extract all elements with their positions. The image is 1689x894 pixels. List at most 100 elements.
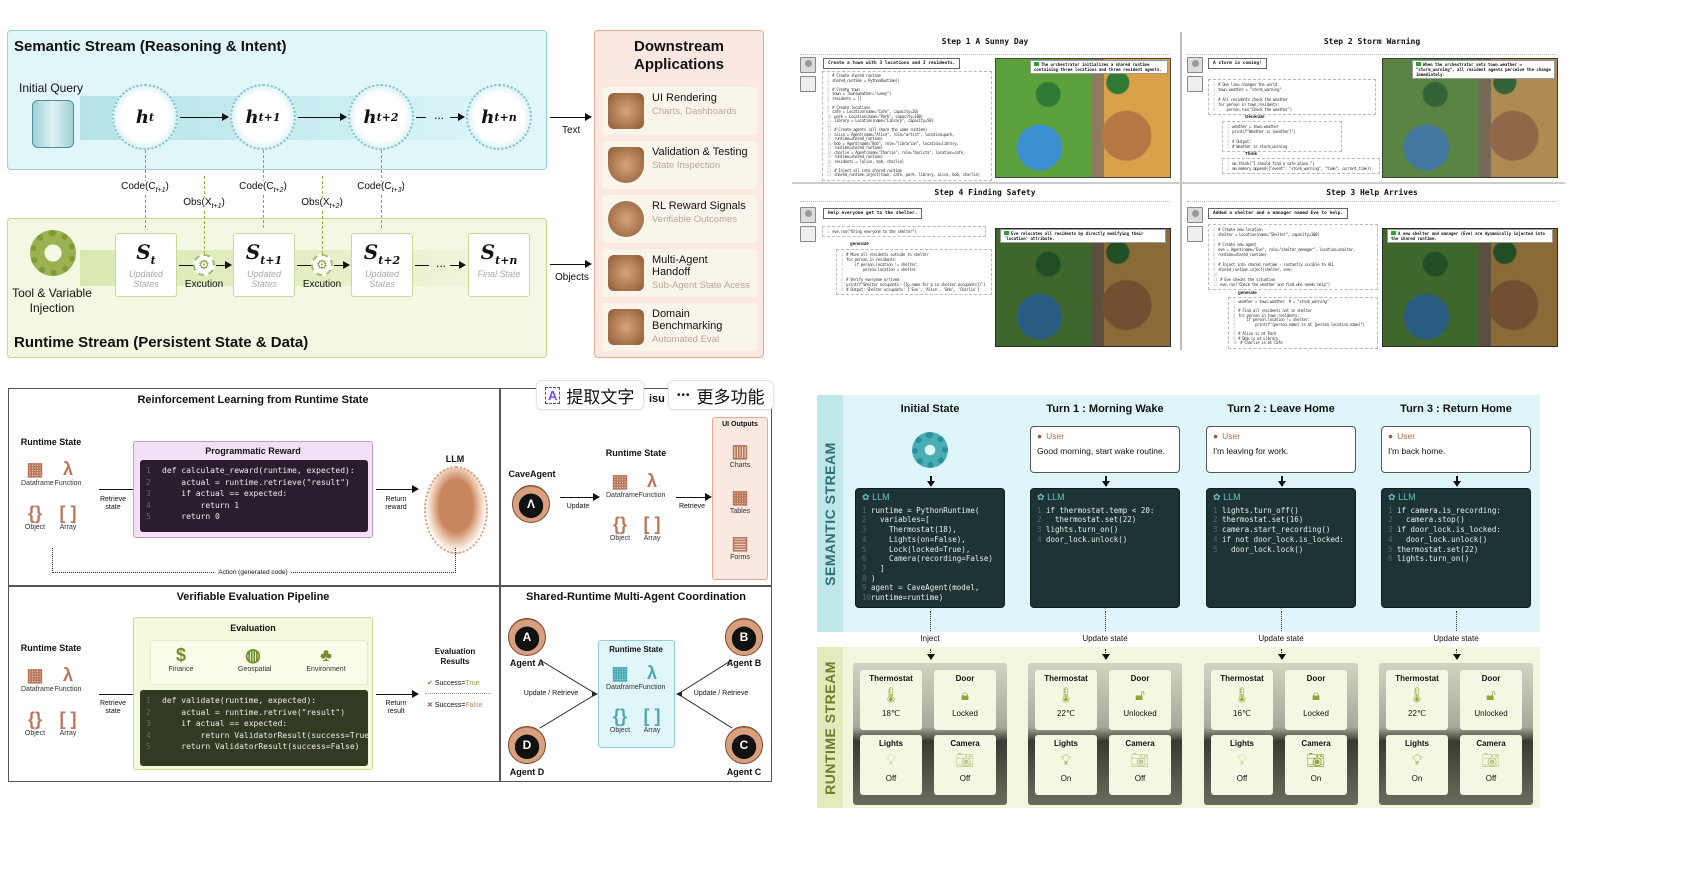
code-line: 4 Lights(on=False), — [862, 534, 966, 544]
array-icon: [ ]Array — [643, 514, 661, 542]
agent-a-robot-icon: A — [508, 618, 546, 656]
code-line: 11# Eve checks the situation — [1213, 277, 1276, 282]
arrow — [180, 117, 224, 118]
user-prompt: A storm is coming! — [1208, 58, 1267, 69]
caveagent-label: CaveAgent — [508, 469, 556, 479]
dataframe-icon: ▦Dataframe — [21, 459, 54, 487]
code-line: 10 — [1213, 272, 1218, 277]
domain-area — [150, 640, 368, 685]
agent-avatar — [800, 76, 816, 92]
ui-outputs-panel — [712, 417, 768, 580]
divider — [1180, 32, 1182, 350]
lightbulb-icon: 💡︎ — [1236, 752, 1248, 769]
code-line: 1# Move all residents outside to shelter — [841, 252, 929, 257]
agent-avatar — [1187, 226, 1203, 242]
code-line: 5# Weather is storm_warning — [1227, 144, 1287, 149]
code-line: 2 actual = runtime.retrieve("result") — [146, 477, 350, 487]
target-icon — [608, 201, 644, 237]
check-icon: ✔ — [427, 680, 433, 687]
code-line: 1# One line changes the world — [1213, 82, 1278, 87]
lightbulb-icon: 💡︎ — [1060, 752, 1072, 769]
eval-title: Verifiable Evaluation Pipeline — [176, 591, 330, 603]
device-card-thermostat: Thermostat🌡︎22℃ — [1035, 670, 1097, 730]
arrow — [1105, 476, 1107, 482]
arrow — [376, 489, 414, 490]
code-line: 4 return 1 — [146, 500, 240, 510]
agent-c-robot-icon: C — [725, 726, 763, 764]
game-scene-image — [995, 58, 1171, 178]
text-arrow-label: Text — [562, 125, 581, 136]
reward-box-title: Programmatic Reward — [205, 446, 301, 456]
runtime-stream-title: Runtime Stream (Persistent State & Data) — [14, 334, 309, 351]
arrowhead — [927, 654, 935, 660]
scene-caption: Eve relocates all residents by directly … — [1000, 229, 1166, 243]
thermometer-icon: 🌡︎ — [1056, 687, 1076, 704]
device-card-door: Door🔒︎Locked — [934, 670, 996, 730]
arrow — [334, 265, 344, 266]
scroll-icon — [32, 100, 74, 148]
device-card-lights: Lights💡︎On — [1035, 735, 1097, 795]
agent-connection-lines — [539, 659, 733, 729]
runtime-state-label: Runtime State — [20, 643, 82, 653]
scene-caption: When the orchestrator sets town.weather … — [1412, 60, 1555, 79]
device-card-camera: Camera📷︎On — [1285, 735, 1347, 795]
arrowhead — [340, 113, 347, 121]
device-card-lights: Lights💡︎Off — [1211, 735, 1273, 795]
step-title: Step 1 A Sunny Day — [941, 37, 1029, 46]
dotted-link — [1105, 649, 1106, 655]
obs-link — [322, 176, 323, 254]
code-line: 5 — [841, 272, 844, 277]
shield-check-icon — [608, 147, 644, 183]
column-title: Turn 2 : Leave Home — [1227, 403, 1335, 415]
dotted-link — [930, 611, 931, 631]
arrow — [216, 265, 226, 266]
code-line: 6 Camera(recording=False) — [862, 554, 993, 564]
evaluation-box-title: Evaluation — [230, 623, 276, 633]
code-line: 4 person.location = shelter — [841, 267, 916, 272]
update-label: Update — [566, 503, 590, 510]
divider — [1187, 201, 1557, 202]
user-icon: User — [1213, 431, 1349, 441]
arrow — [179, 265, 193, 266]
code-line: 4# Create town — [827, 86, 860, 92]
user-avatar — [1187, 57, 1203, 73]
code-line: 4 return ValidatorResult(success=True) — [146, 730, 374, 740]
link-label: Inject — [920, 634, 940, 643]
code-line: 2 thermostat.set(22) — [1037, 515, 1137, 525]
llm-header: ✿ LLM — [1213, 492, 1241, 502]
lightbulb-icon: 💡︎ — [1411, 752, 1423, 769]
code-line: 1# Create shared runtime — [827, 73, 881, 78]
code-line: 5 return ValidatorResult(success=False) — [146, 742, 360, 751]
runtime-state-label: Runtime State — [609, 645, 663, 654]
objects-arrow — [550, 264, 586, 265]
chart-trend-icon — [608, 309, 644, 345]
device-card-camera: Camera📷︎Off — [934, 735, 996, 795]
arrow — [560, 497, 594, 498]
dotted-link — [1456, 611, 1457, 631]
runtime-state-label: Runtime State — [20, 437, 82, 447]
divider — [1187, 54, 1557, 55]
brain-icon: ✿ — [862, 492, 870, 502]
more-features-button[interactable]: •••更多功能 — [668, 380, 774, 410]
initial-query-label: Initial Query — [19, 81, 84, 95]
code-line: 1# Create new location — [1213, 227, 1263, 232]
